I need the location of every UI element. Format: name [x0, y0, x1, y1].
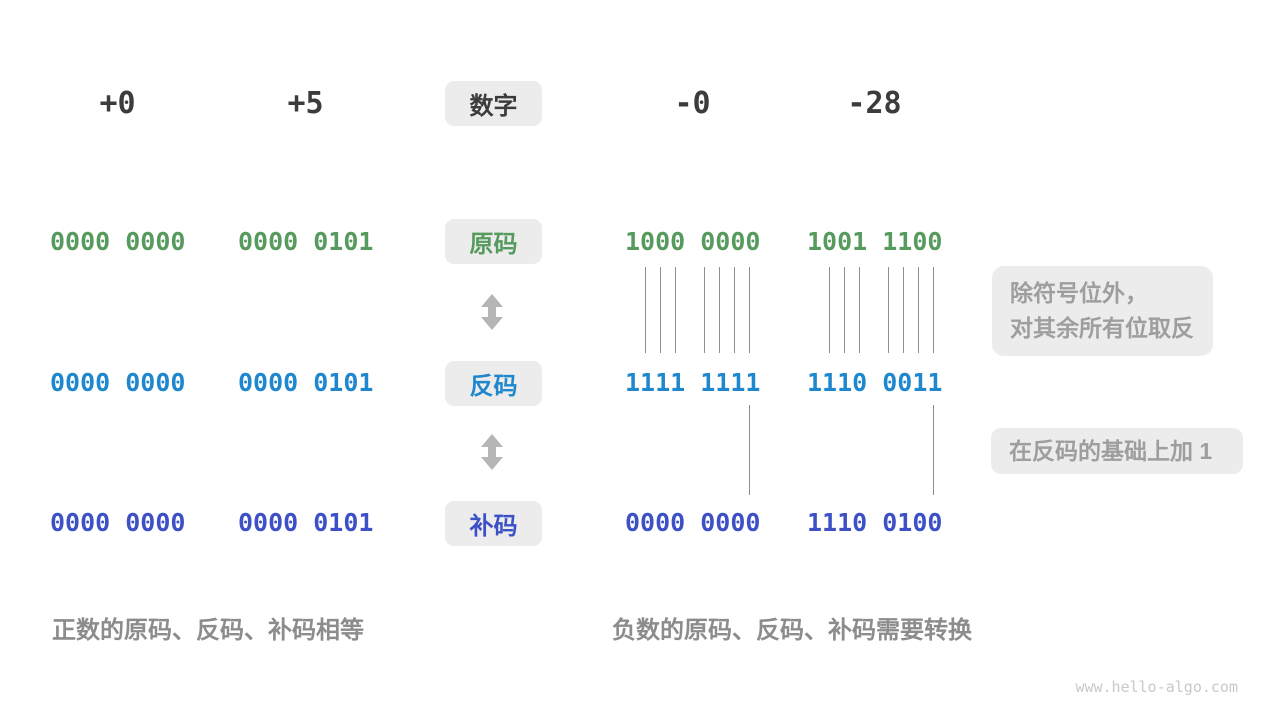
add-one-line — [749, 405, 750, 495]
number-minus-zero: -0 — [674, 86, 711, 121]
double-arrow-icon — [481, 294, 503, 330]
twos-complement-value-plus-five: 0000 0101 — [238, 508, 374, 537]
flip-line — [660, 267, 661, 353]
caption-negative-numbers: 负数的原码、反码、补码需要转换 — [612, 617, 972, 644]
watermark-url: www.hello-algo.com — [1075, 678, 1238, 696]
flip-annotation-line2: 对其余所有位取反 — [1010, 315, 1194, 341]
flip-line — [645, 267, 646, 353]
sign-magnitude-value-minus-zero: 1000 0000 — [625, 227, 761, 256]
number-plus-five: +5 — [287, 86, 324, 121]
add-one-annotation: 在反码的基础上加 1 — [991, 428, 1243, 474]
ones-complement-value-plus-five: 0000 0101 — [238, 368, 374, 397]
flip-line — [888, 267, 889, 353]
sign-magnitude-value-minus-28: 1001 1100 — [807, 227, 943, 256]
flip-line — [734, 267, 735, 353]
flip-annotation: 除符号位外， 对其余所有位取反 — [992, 266, 1213, 356]
add-one-line — [933, 405, 934, 495]
flip-line — [933, 267, 934, 353]
flip-line — [903, 267, 904, 353]
ones-complement-value-plus-zero: 0000 0000 — [50, 368, 186, 397]
chip-ones-complement-label: 反码 — [445, 361, 542, 406]
flip-line — [675, 267, 676, 353]
chip-number-label: 数字 — [445, 81, 542, 126]
chip-sign-magnitude-label: 原码 — [445, 219, 542, 264]
number-plus-zero: +0 — [99, 86, 136, 121]
flip-annotation-line1: 除符号位外， — [1010, 280, 1148, 306]
ones-complement-value-minus-28: 1110 0011 — [807, 368, 943, 397]
number-minus-28: -28 — [847, 86, 902, 121]
ones-complement-value-minus-zero: 1111 1111 — [625, 368, 761, 397]
chip-twos-complement-label: 补码 — [445, 501, 542, 546]
double-arrow-icon — [481, 434, 503, 470]
twos-complement-value-minus-28: 1110 0100 — [807, 508, 943, 537]
flip-line — [749, 267, 750, 353]
flip-line — [719, 267, 720, 353]
flip-line — [704, 267, 705, 353]
twos-complement-value-plus-zero: 0000 0000 — [50, 508, 186, 537]
flip-line — [918, 267, 919, 353]
sign-magnitude-value-plus-five: 0000 0101 — [238, 227, 374, 256]
flip-line — [859, 267, 860, 353]
twos-complement-value-minus-zero: 0000 0000 — [625, 508, 761, 537]
sign-magnitude-value-plus-zero: 0000 0000 — [50, 227, 186, 256]
flip-line — [844, 267, 845, 353]
flip-line — [829, 267, 830, 353]
caption-positive-numbers: 正数的原码、反码、补码相等 — [52, 617, 364, 644]
